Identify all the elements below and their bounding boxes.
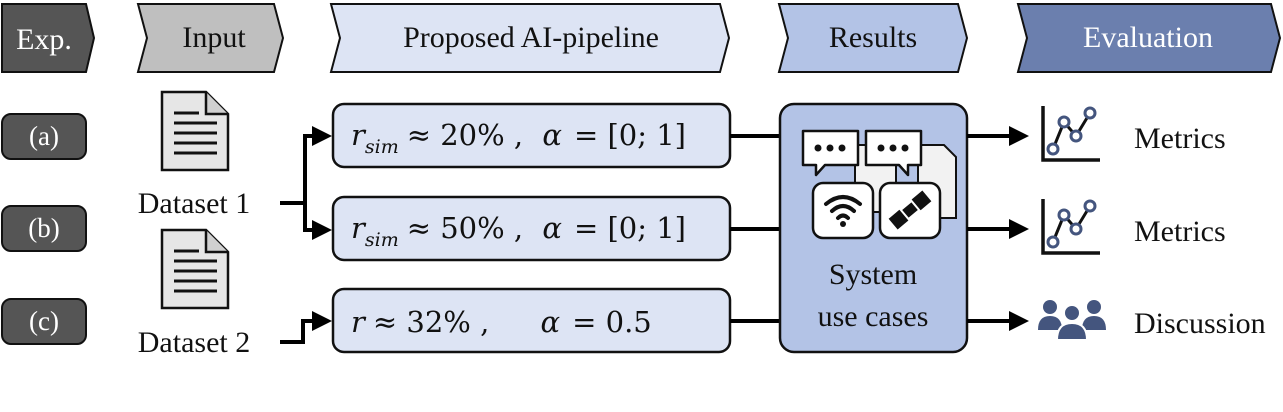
results-connectors	[730, 134, 780, 323]
document-icon	[160, 90, 230, 172]
pipeline-b-var: r	[351, 211, 367, 245]
exp-b-label: (b)	[28, 213, 59, 243]
exp-a: (a)	[1, 113, 87, 160]
people-group-icon	[1038, 300, 1106, 341]
header-results: Results	[777, 3, 969, 73]
pipeline-a-alpha: α	[542, 118, 562, 152]
header-evaluation-label: Evaluation	[1083, 21, 1213, 54]
chat-bubble-icon	[801, 129, 860, 177]
exp-c: (c)	[1, 298, 87, 345]
results-box: System use cases	[778, 102, 969, 354]
header-input: Input	[136, 3, 285, 73]
dataset-2-label: Dataset 2	[138, 326, 250, 359]
pipeline-c-alpha-val: = 0.5	[572, 305, 652, 339]
satellite-icon	[878, 181, 942, 240]
pipeline-c-alpha: α	[541, 305, 561, 339]
pipeline-b-approx: ≈ 50% ,	[407, 211, 523, 245]
svg-text:r≈ 32% , α= 0.5: r≈ 32% , α = 0.5	[351, 305, 652, 339]
pipeline-b-sub: sim	[365, 229, 399, 251]
pipeline-c-approx: ≈ 32% ,	[373, 305, 489, 339]
pipeline-a-sub: sim	[365, 136, 399, 158]
chat-bubble-icon	[864, 129, 923, 177]
header-pipeline: Proposed AI-pipeline	[329, 3, 731, 73]
pipeline-a-alpha-val: = [0; 1]	[574, 118, 686, 152]
pipeline-box-a: rsim ≈ 20% , α = [0; 1]	[331, 102, 732, 169]
svg-text:rsim≈ 20% , α= [0; 1]: rsim ≈ 20% , α = [0; 1]	[351, 118, 686, 158]
pipeline-b-alpha-val: = [0; 1]	[574, 211, 686, 245]
header-exp: Exp.	[1, 3, 96, 73]
pipeline-box-c: r≈ 32% , α = 0.5	[331, 287, 732, 354]
document-icon	[160, 228, 230, 310]
pipeline-b-alpha: α	[542, 211, 562, 245]
header-input-label: Input	[182, 21, 246, 54]
input-connectors	[280, 126, 332, 344]
header-exp-label: Exp.	[16, 23, 72, 56]
header-pipeline-label: Proposed AI-pipeline	[403, 21, 659, 54]
exp-a-label: (a)	[29, 121, 59, 151]
evaluation-arrows	[967, 126, 1029, 331]
pipeline-a-approx: ≈ 20% ,	[407, 118, 523, 152]
exp-b: (b)	[1, 205, 87, 252]
results-line-2: use cases	[818, 300, 929, 333]
dataset-1-label: Dataset 1	[138, 187, 250, 220]
exp-c-label: (c)	[29, 306, 59, 336]
pipeline-a-var: r	[351, 118, 367, 152]
pipeline-c-var: r	[351, 305, 367, 339]
svg-text:rsim≈ 50% , α= [0; 1]: rsim ≈ 50% , α = [0; 1]	[351, 211, 686, 251]
evaluation-label-c: Discussion	[1134, 307, 1266, 340]
line-chart-icon	[1041, 199, 1100, 255]
wifi-icon	[811, 181, 875, 240]
evaluation-label-b: Metrics	[1134, 215, 1226, 248]
line-chart-icon	[1041, 106, 1100, 162]
evaluation-label-a: Metrics	[1134, 122, 1226, 155]
results-line-1: System	[829, 258, 917, 291]
header-evaluation: Evaluation	[1016, 3, 1282, 73]
header-results-label: Results	[829, 21, 917, 54]
pipeline-box-b: rsim ≈ 50% , α = [0; 1]	[331, 195, 732, 262]
